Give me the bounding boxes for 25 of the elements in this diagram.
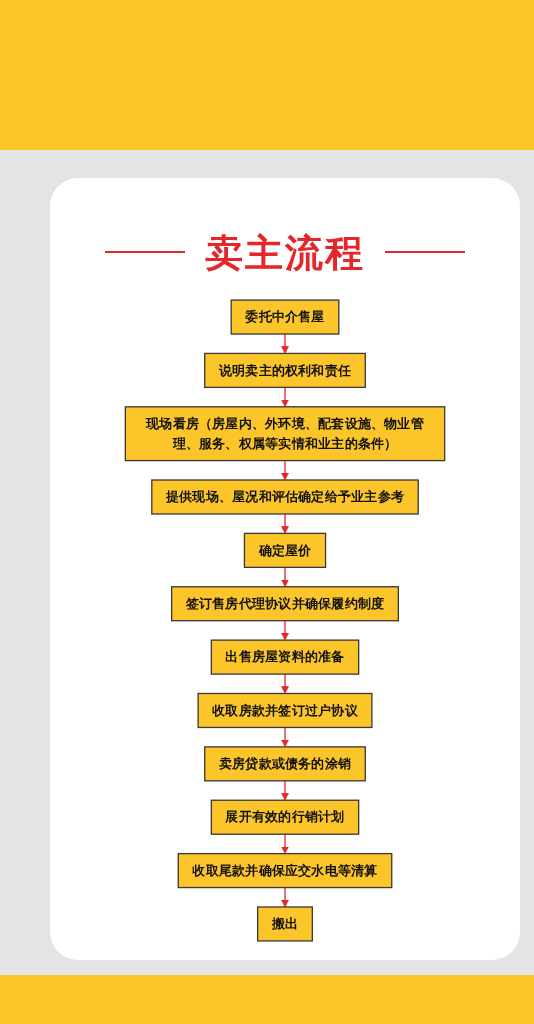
node-box	[171, 586, 400, 622]
node-box	[243, 532, 327, 568]
node-box	[204, 746, 366, 782]
arrow	[281, 780, 289, 801]
node-box	[210, 799, 360, 835]
arrow	[281, 726, 289, 748]
arrow	[281, 673, 289, 694]
node-box	[210, 639, 360, 675]
arrow	[281, 620, 289, 641]
arrow	[281, 386, 289, 408]
node-box	[124, 406, 446, 462]
node-box	[230, 299, 340, 335]
node-box	[257, 906, 313, 942]
arrow	[281, 886, 289, 908]
arrow	[281, 833, 289, 854]
arrow	[281, 513, 289, 534]
node-box	[151, 479, 419, 515]
card-background: 卖主流程 委托中介售屋 说明卖主的权利和责任 现场看房（房屋内、外环境、配套设施、物业管理、服务、权属等实情和业主的条件） 提供现场、屋况和评估确定给予业主参考 确定屋价 签订售房代理协议并确保履约制度 出售房屋资料的准备 收取房款并签订过户协议 卖房贷款或债务的涂销 展开有效的行销计划 收取尾款并确保应交水电等清算 搬出	[50, 178, 520, 960]
node-box	[197, 692, 373, 729]
arrow	[281, 459, 289, 481]
title: 卖主流程	[205, 231, 365, 275]
arrow	[281, 333, 289, 354]
arrow	[281, 566, 289, 588]
node-box	[204, 352, 366, 389]
node-box	[177, 852, 393, 889]
